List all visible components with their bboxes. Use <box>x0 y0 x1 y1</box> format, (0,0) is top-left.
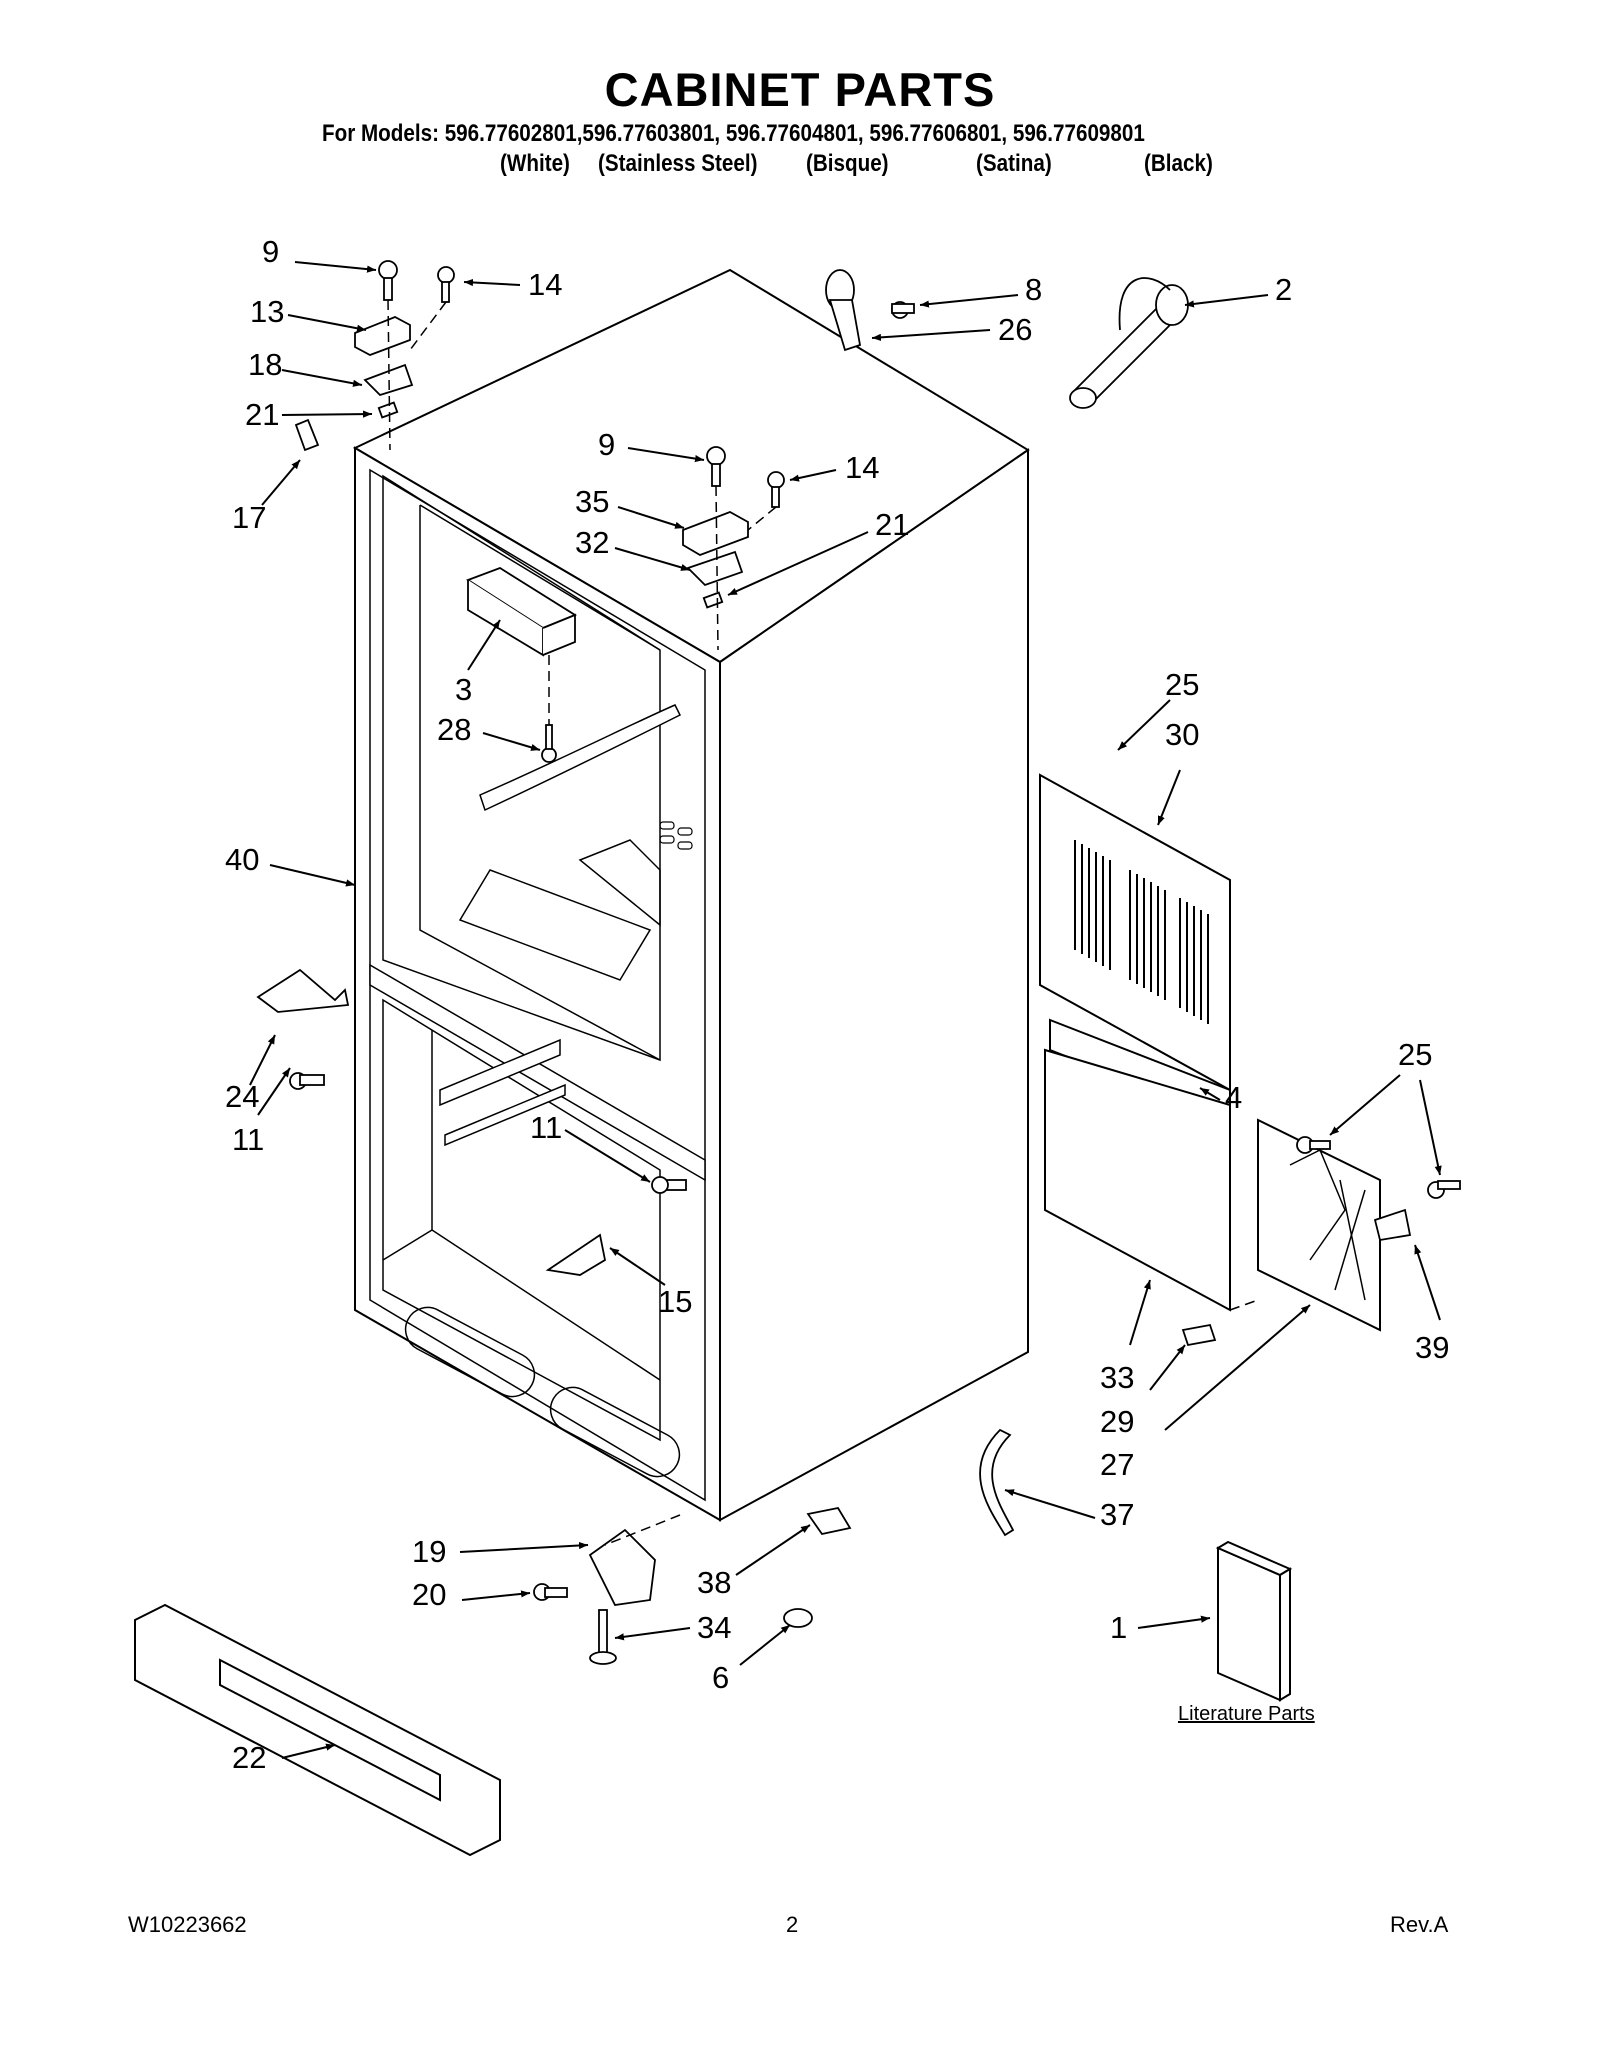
callout-label: 4 <box>1225 1080 1242 1115</box>
finish-label: (Stainless Steel) <box>598 150 758 177</box>
callout-label: 40 <box>225 842 259 877</box>
callout-label: 15 <box>658 1284 692 1319</box>
callout-label: 21 <box>875 507 909 542</box>
callout-label: 34 <box>697 1610 731 1645</box>
top-right-parts <box>825 269 1189 409</box>
literature-parts-label: Literature Parts <box>1178 1703 1315 1725</box>
callout-label: 9 <box>598 427 615 462</box>
callout-label: 38 <box>697 1565 731 1600</box>
callout-label: 32 <box>575 525 609 560</box>
finish-label: (Bisque) <box>806 150 889 177</box>
page-title: CABINET PARTS <box>604 63 996 116</box>
callout-label: 13 <box>250 294 284 329</box>
base-grille <box>134 1603 501 1857</box>
revision: Rev.A <box>1390 1912 1449 1937</box>
callout-label: 21 <box>245 397 279 432</box>
leader-lines <box>249 261 1442 1759</box>
bottom-parts <box>533 1136 1461 1665</box>
callout-label: 26 <box>998 312 1032 347</box>
callout-label: 22 <box>232 1740 266 1775</box>
literature-book <box>1215 1540 1293 1702</box>
callout-label: 37 <box>1100 1497 1134 1532</box>
callout-labels: 9 14 13 18 21 17 8 26 2 9 14 35 32 21 3 … <box>225 234 1449 1775</box>
callout-label: 9 <box>262 234 279 269</box>
callout-label: 17 <box>232 500 266 535</box>
hinge-top-center <box>682 446 785 609</box>
callout-label: 6 <box>712 1660 729 1695</box>
callout-label: 19 <box>412 1534 446 1569</box>
mid-brackets <box>256 968 687 1276</box>
callout-label: 11 <box>232 1122 264 1157</box>
callout-label: 14 <box>528 267 562 302</box>
finish-label: (Black) <box>1144 150 1213 177</box>
callout-label: 28 <box>437 712 471 747</box>
callout-label: 39 <box>1415 1330 1449 1365</box>
finish-label: (White) <box>500 150 570 177</box>
callout-label: 2 <box>1275 272 1292 307</box>
callout-label: 24 <box>225 1079 259 1114</box>
models-line: For Models: 596.77602801,596.77603801, 5… <box>322 120 1145 147</box>
callout-label: 25 <box>1398 1037 1432 1072</box>
callout-label: 1 <box>1110 1610 1127 1645</box>
callout-label: 29 <box>1100 1404 1134 1439</box>
control-bracket <box>1257 1118 1381 1332</box>
callout-label: 33 <box>1100 1360 1134 1395</box>
callout-label: 3 <box>455 672 472 707</box>
callout-label: 14 <box>845 450 879 485</box>
callout-label: 30 <box>1165 717 1199 752</box>
callout-label: 25 <box>1165 667 1199 702</box>
callout-label: 35 <box>575 484 609 519</box>
callout-label: 8 <box>1025 272 1042 307</box>
cabinet <box>352 268 1030 1522</box>
finish-label: (Satina) <box>976 150 1052 177</box>
page-number: 2 <box>786 1912 799 1937</box>
doc-number: W10223662 <box>128 1912 247 1937</box>
callout-label: 18 <box>248 347 282 382</box>
callout-label: 27 <box>1100 1447 1134 1482</box>
callout-label: 20 <box>412 1577 446 1612</box>
callout-label: 11 <box>530 1110 562 1145</box>
vent-box-3 <box>466 567 577 763</box>
